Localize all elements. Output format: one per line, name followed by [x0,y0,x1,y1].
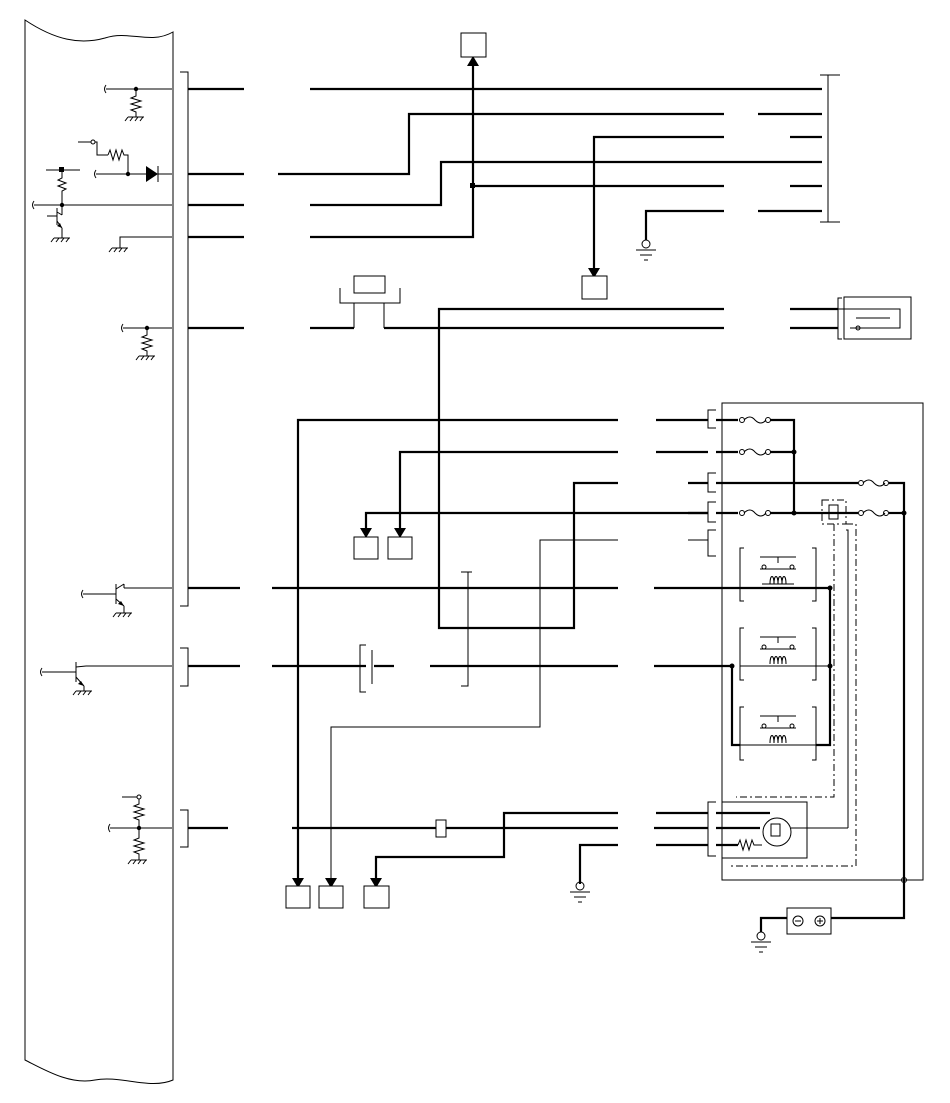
fuse-2 [716,448,797,456]
pullup-resistor-circuit-1 [104,84,172,122]
diode-input-circuit [78,139,172,182]
signal-arrows [292,56,600,888]
battery-terminal [759,877,907,935]
ground-line-circuit [108,236,172,253]
relay-3 [739,706,817,761]
transistor-input-circuit-1 [32,167,172,243]
fuse-1 [716,416,796,513]
inline-connectors [359,74,840,838]
wiring-harness [188,58,838,884]
relay-2 [729,627,833,681]
fuse-3 [716,479,906,880]
relay-1 [722,547,833,602]
control-unit-panel [24,19,174,1084]
relay-fuse-box [707,402,924,881]
switch-assembly [339,275,401,328]
transistor-output-circuit-1 [81,583,172,618]
transistor-output-circuit-2 [40,662,172,696]
sensor-input-divider-circuit [108,794,172,865]
ground-symbols [570,239,771,953]
motor-driver-module [716,529,849,859]
right-sensor-switch [837,296,912,340]
pullup-resistor-circuit-2 [121,323,172,361]
destination-blocks [285,32,608,909]
fuse-4 [716,509,907,517]
relay-resistor-element [728,499,857,867]
unit-connector-bracket [180,71,189,848]
